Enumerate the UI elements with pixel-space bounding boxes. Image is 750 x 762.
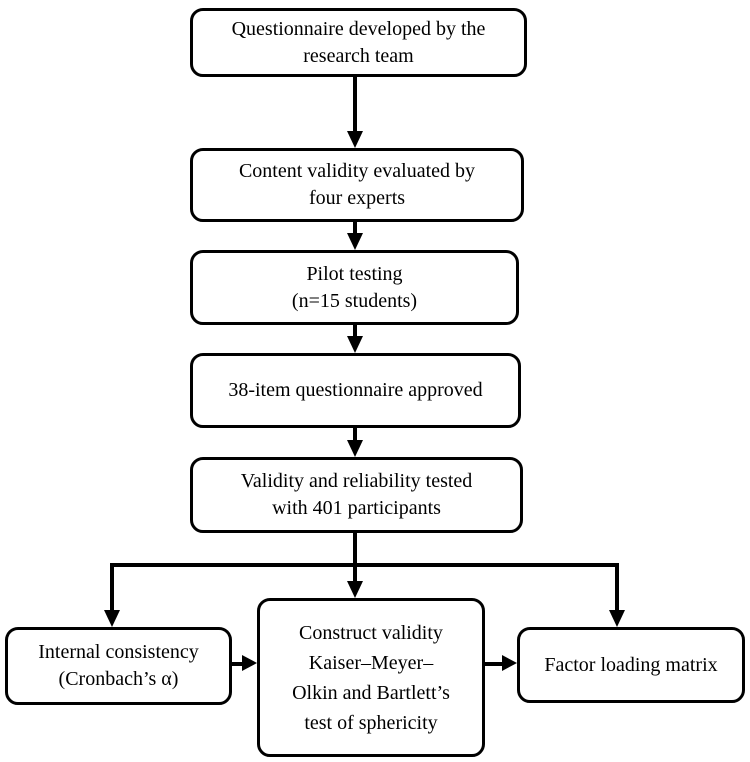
- box-text-line: four experts: [308, 187, 406, 209]
- box-text-line: Factor loading matrix: [544, 653, 718, 676]
- arrow-content-to-pilot-line: [353, 222, 357, 233]
- box-text-line: Olkin and Bartlett’s: [292, 681, 450, 704]
- box-questionnaire-approved: 38-item questionnaire approved: [190, 353, 521, 428]
- arrow-internal-to-construct-head-icon: [242, 655, 257, 671]
- box-text-line: 38-item questionnaire approved: [228, 379, 483, 401]
- box-text-line: with 401 participants: [272, 497, 441, 519]
- box-text-line: Pilot testing: [306, 262, 403, 285]
- box-pilot-testing: Pilot testing (n=15 students): [190, 250, 519, 325]
- branch-horizontal-bar: [110, 563, 619, 567]
- arrow-approved-to-tested-line: [353, 428, 357, 440]
- arrow-developed-to-content-line: [353, 77, 357, 131]
- arrow-branch-to-factor-line: [615, 563, 619, 610]
- arrow-branch-to-construct-head-icon: [347, 581, 363, 598]
- arrow-pilot-to-approved-head-icon: [347, 336, 363, 353]
- arrow-developed-to-content-head-icon: [347, 131, 363, 148]
- box-internal-consistency: Internal consistency (Cronbach’s α): [5, 627, 232, 705]
- box-text-line: Kaiser–Meyer–: [308, 651, 434, 674]
- box-text-line: (Cronbach’s α): [58, 668, 179, 690]
- box-text-line: research team: [303, 44, 414, 67]
- box-content-validity: Content validity evaluated by four exper…: [190, 148, 524, 222]
- box-text-line: test of sphericity: [304, 711, 438, 734]
- box-factor-loading-matrix: Factor loading matrix: [517, 627, 745, 703]
- arrow-construct-to-factor-line: [485, 662, 502, 666]
- arrow-branch-to-internal-line: [110, 563, 114, 610]
- box-text-line: (n=15 students): [291, 289, 418, 312]
- box-text-line: Questionnaire developed by the: [231, 17, 486, 40]
- arrow-branch-to-internal-head-icon: [104, 610, 120, 627]
- arrow-content-to-pilot-head-icon: [347, 233, 363, 250]
- arrow-pilot-to-approved-line: [353, 325, 357, 336]
- box-text-line: Content validity evaluated by: [238, 160, 476, 182]
- arrow-branch-to-factor-head-icon: [609, 610, 625, 627]
- branch-stem-line: [353, 533, 357, 581]
- box-text-line: Internal consistency: [38, 641, 199, 663]
- box-text-line: Construct validity: [299, 621, 443, 644]
- box-questionnaire-developed: Questionnaire developed by the research …: [190, 8, 527, 77]
- arrow-construct-to-factor-head-icon: [502, 655, 517, 671]
- box-validity-reliability-tested: Validity and reliability tested with 401…: [190, 457, 523, 533]
- box-text-line: Validity and reliability tested: [240, 470, 473, 492]
- arrow-approved-to-tested-head-icon: [347, 440, 363, 457]
- box-construct-validity: Construct validity Kaiser–Meyer– Olkin a…: [257, 598, 485, 757]
- arrow-internal-to-construct-line: [232, 662, 242, 666]
